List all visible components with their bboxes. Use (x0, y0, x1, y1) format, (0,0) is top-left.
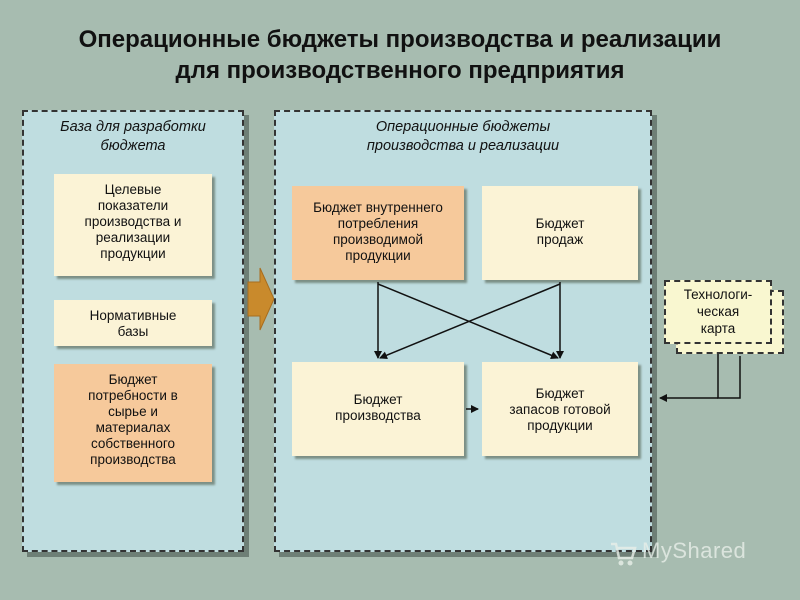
budget-basis-panel: База для разработки бюджета Целевые пока… (22, 110, 244, 552)
production-budget-box: Бюджет производства (292, 362, 464, 456)
title-line-2: для производственного предприятия (175, 57, 625, 84)
heading-line: Операционные бюджеты (375, 119, 551, 135)
box-line: потребности в (88, 388, 178, 403)
tech-card-box: Технологи- ческая карта (664, 280, 772, 344)
box-line: базы (117, 324, 149, 339)
diagram-title: Операционные бюджеты производства и реал… (20, 24, 780, 86)
normative-bases-box: Нормативные базы (54, 300, 212, 346)
box-line: продаж (536, 232, 584, 247)
box-line: производства и (84, 214, 182, 229)
box-line: ческая (696, 304, 740, 319)
flow-arrow-icon (247, 267, 275, 331)
connector-cross-1 (377, 283, 559, 360)
box-line: материалах (95, 420, 171, 435)
box-line: показатели (97, 198, 169, 213)
box-line: Бюджет (535, 216, 585, 231)
internal-consumption-budget-box: Бюджет внутреннего потребления производи… (292, 186, 464, 280)
operational-budgets-heading: Операционные бюджеты производства и реал… (276, 118, 650, 156)
box-line: сырье и (108, 404, 158, 419)
budget-basis-heading: База для разработки бюджета (24, 118, 242, 156)
box-line: реализации (95, 230, 171, 245)
box-line: производства (335, 408, 421, 423)
connector-tech-card (717, 346, 741, 399)
box-line: Технологи- (683, 287, 753, 302)
box-line: производства (90, 452, 176, 467)
sales-budget-box: Бюджет продаж (482, 186, 638, 280)
watermark-cart-icon (611, 542, 637, 566)
finished-goods-stock-budget-box: Бюджет запасов готовой продукции (482, 362, 638, 456)
heading-line: База для разработки (60, 119, 206, 135)
box-line: Бюджет внутреннего (313, 200, 443, 215)
box-line: Нормативные (89, 308, 177, 323)
box-line: Бюджет (108, 372, 158, 387)
box-line: продукции (100, 246, 166, 261)
heading-line: производства и реализации (366, 138, 560, 154)
operational-budgets-panel: Операционные бюджеты производства и реал… (274, 110, 652, 552)
heading-line: бюджета (100, 138, 166, 154)
watermark-text: MyShared (642, 538, 747, 563)
box-line: потребления (337, 216, 419, 231)
box-line: Бюджет (535, 386, 585, 401)
box-line: производимой (332, 232, 424, 247)
box-line: продукции (527, 418, 593, 433)
title-line-1: Операционные бюджеты производства и реал… (78, 26, 722, 53)
connector-cross-2 (379, 283, 561, 360)
box-line: Бюджет (353, 392, 403, 407)
raw-materials-budget-box: Бюджет потребности в сырье и материалах … (54, 364, 212, 482)
box-line: запасов готовой (509, 402, 611, 417)
box-line: карта (700, 321, 736, 336)
box-line: продукции (345, 248, 411, 263)
box-line: собственного (90, 436, 175, 451)
box-line: Целевые (104, 182, 162, 197)
target-indicators-box: Целевые показатели производства и реализ… (54, 174, 212, 276)
